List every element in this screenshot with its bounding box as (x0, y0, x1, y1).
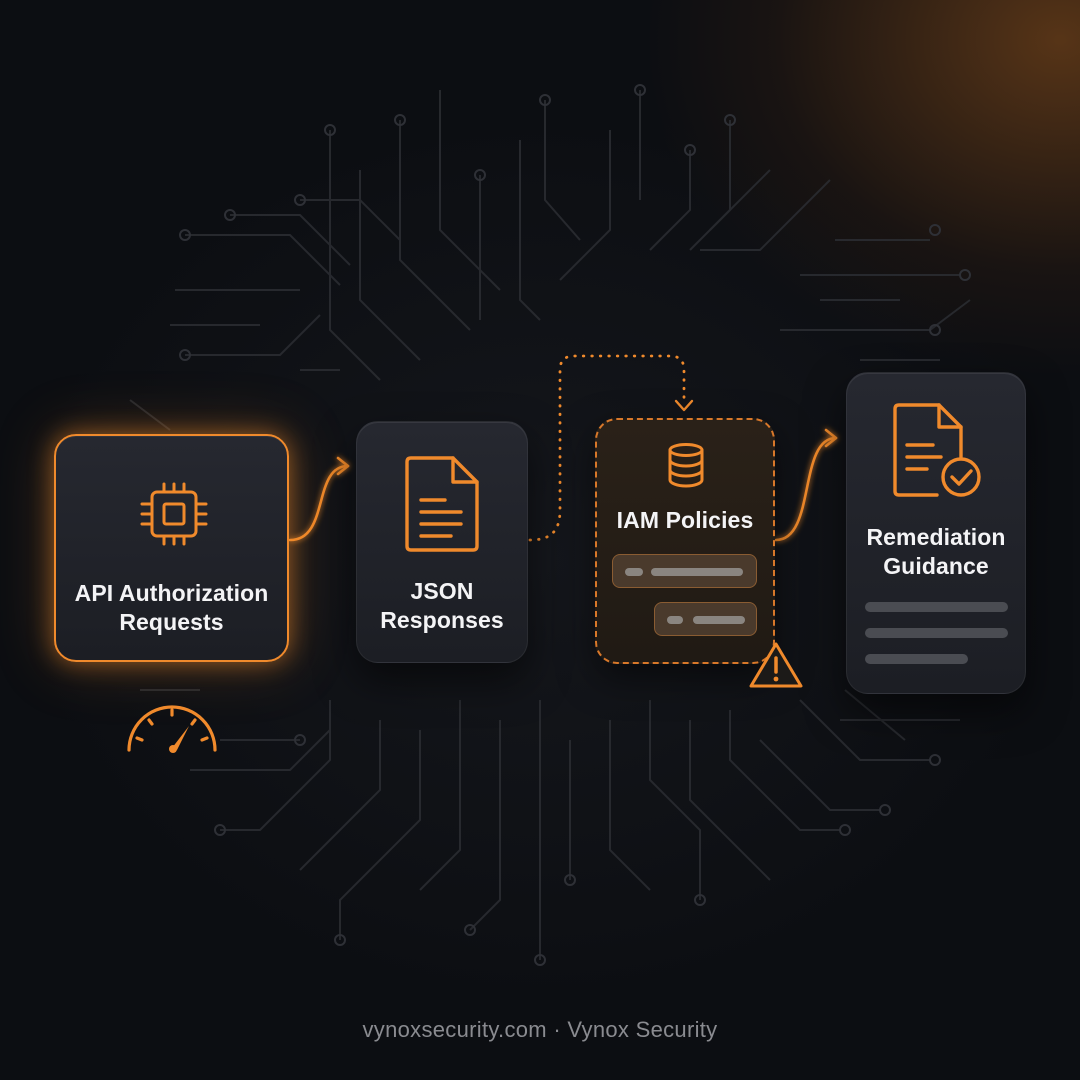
edge-iam-to-remediation (774, 436, 838, 542)
text-placeholder-line (865, 628, 1008, 638)
footer-credit: vynoxsecurity.com · Vynox Security (362, 1017, 718, 1042)
document-icon (405, 456, 479, 552)
cpu-chip-icon (140, 482, 208, 546)
policy-pill (612, 554, 757, 588)
node-label-line2: Requests (119, 609, 224, 635)
speedometer-icon (127, 705, 217, 753)
database-icon (668, 443, 704, 488)
node-label-line1: JSON (410, 578, 474, 604)
node-json-responses[interactable]: JSON Responses (356, 421, 528, 663)
warning-icon (749, 642, 803, 688)
node-api-authorization-requests[interactable]: API Authorization Requests (54, 434, 289, 662)
policy-pill (654, 602, 757, 636)
text-placeholder-line (865, 654, 968, 664)
node-remediation-guidance[interactable]: Remediation Guidance (846, 372, 1026, 694)
node-label-line2: Guidance (883, 553, 989, 579)
node-label-line2: Responses (380, 607, 504, 633)
document-check-icon (893, 403, 981, 497)
node-label-line1: Remediation (866, 524, 1006, 550)
edge-api-to-json (288, 464, 350, 542)
node-label-line1: API Authorization (74, 580, 269, 606)
node-iam-policies[interactable]: IAM Policies (595, 418, 775, 664)
node-label: IAM Policies (616, 507, 754, 533)
text-placeholder-line (865, 602, 1008, 612)
